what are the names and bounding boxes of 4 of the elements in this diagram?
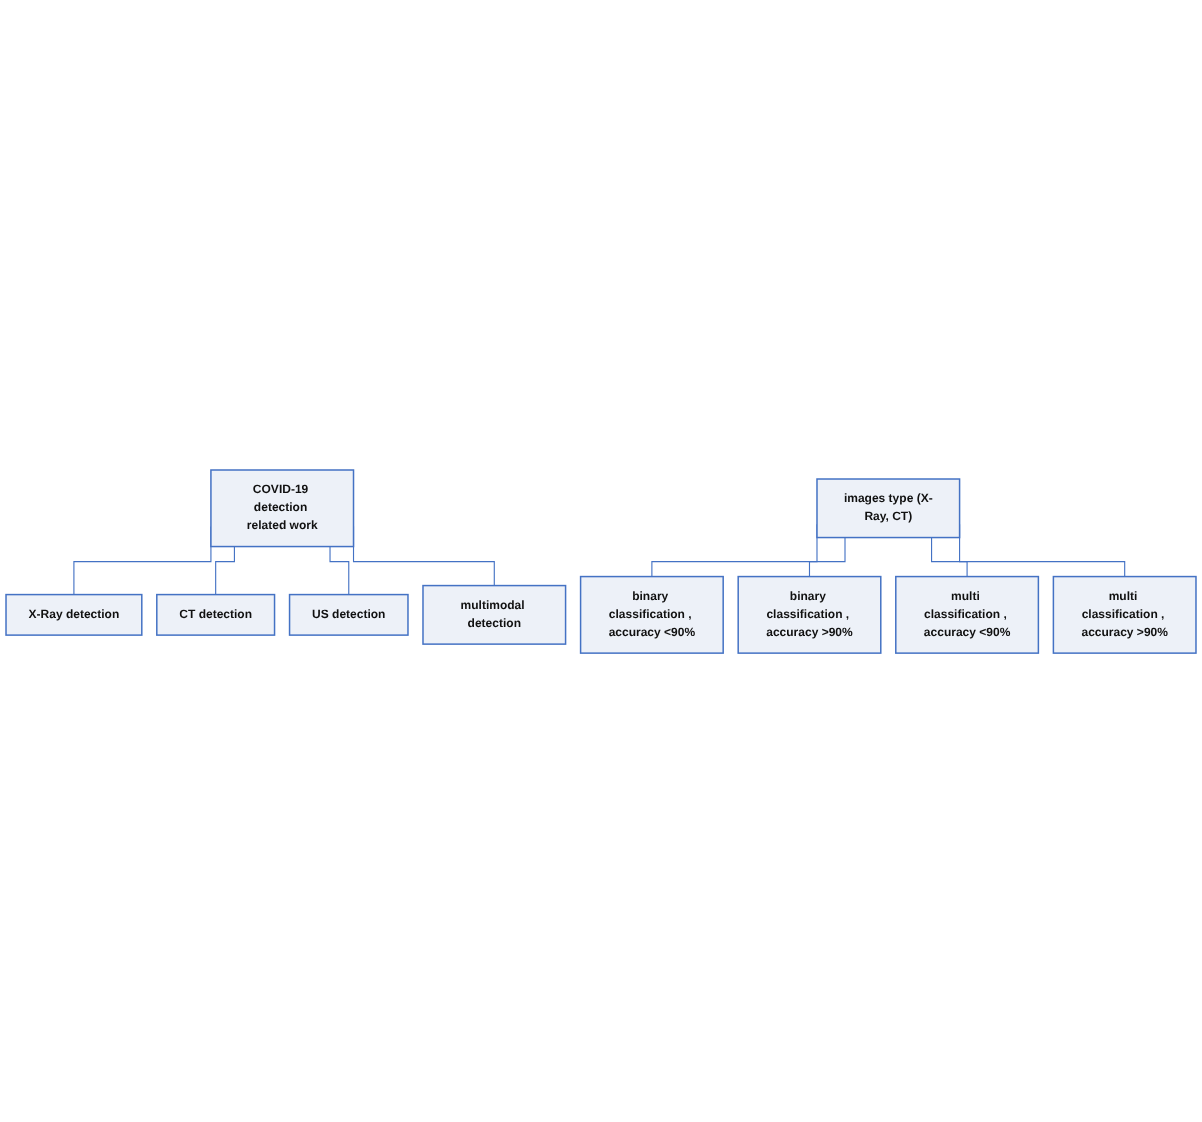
connector [215,545,235,595]
connector [329,545,350,595]
connector [931,536,968,577]
connector [808,536,846,577]
